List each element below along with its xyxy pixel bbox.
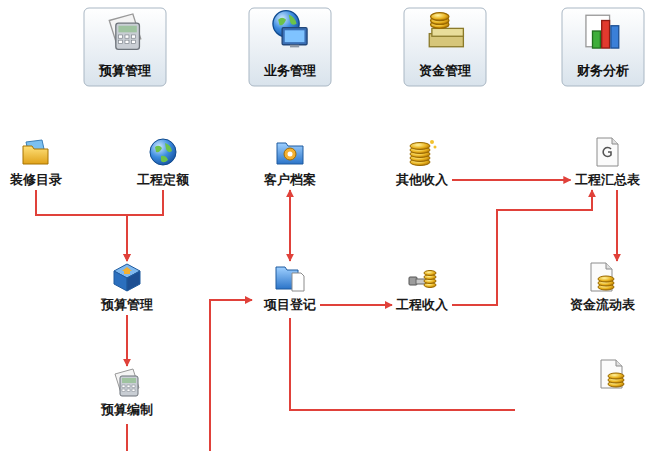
- flow-item: 工程定额: [133, 136, 193, 190]
- flow-item: 装修目录: [6, 136, 66, 190]
- node-label: 业务管理: [264, 63, 316, 79]
- node-label: 工程定额: [133, 172, 193, 188]
- node-label: 其他收入: [392, 172, 452, 188]
- node-label: 预算管理: [99, 63, 151, 79]
- flow-arrow: [452, 190, 592, 305]
- node-label: 财务分析: [577, 63, 629, 79]
- icons: [23, 11, 624, 396]
- flow-item: 客户档案: [260, 136, 320, 190]
- module-box: 资金管理: [404, 8, 486, 86]
- module-box: 业务管理: [249, 8, 331, 86]
- flow-arrow: [452, 179, 571, 181]
- node-label: 工程收入: [392, 297, 452, 313]
- flow-item: 工程汇总表: [571, 136, 644, 190]
- node-label: 工程汇总表: [571, 172, 644, 188]
- node-label: 资金管理: [419, 63, 471, 79]
- flow-item: 项目登记: [260, 261, 320, 315]
- flow-arrow: [616, 190, 618, 261]
- flow-arrow: [289, 190, 291, 261]
- node-label: 装修目录: [6, 172, 66, 188]
- module-box-frames: [84, 8, 644, 86]
- flow-arrow: [36, 190, 127, 261]
- flow-item: 资金流动表: [566, 261, 639, 315]
- node-label: 项目登记: [260, 297, 320, 313]
- flow-arrow: [320, 304, 392, 306]
- node-label: 预算管理: [97, 297, 157, 313]
- flow-item: 预算管理: [97, 261, 157, 315]
- node-label: 客户档案: [260, 172, 320, 188]
- flow-item: 预算编制: [97, 366, 157, 420]
- flow-item: 其他收入: [392, 136, 452, 190]
- node-label: 资金流动表: [566, 297, 639, 313]
- flow-item: 工程收入: [392, 261, 452, 315]
- module-box: 财务分析: [562, 8, 644, 86]
- node-label: 预算编制: [97, 402, 157, 418]
- module-box: 预算管理: [84, 8, 166, 86]
- loose-wires: [127, 300, 515, 451]
- flow-arrow: [126, 315, 128, 366]
- flow-arrow: [127, 190, 163, 261]
